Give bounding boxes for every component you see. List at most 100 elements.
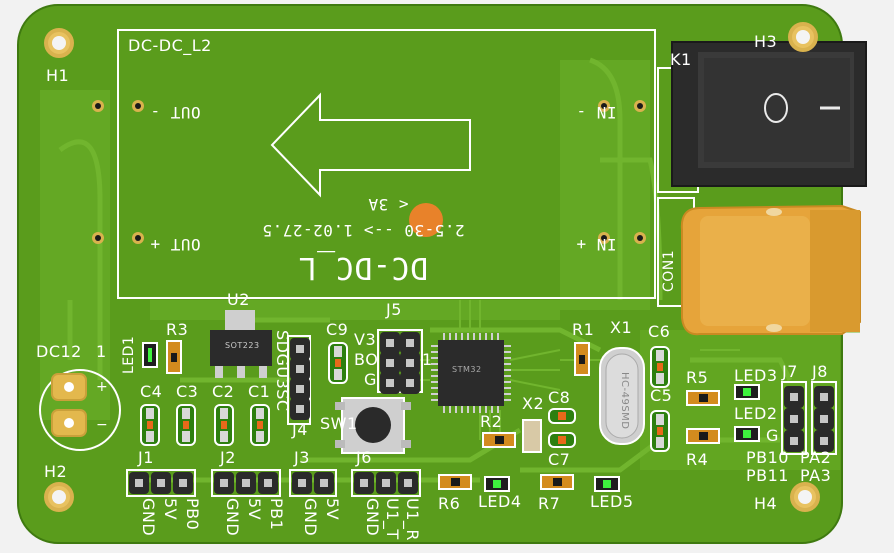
capacitor-c6: [650, 346, 670, 388]
j5-pin: [380, 332, 400, 354]
r1-label: R1: [572, 320, 595, 339]
j2-pin-gnd: GND: [223, 498, 242, 537]
j5-pin: [400, 332, 420, 354]
j1-pin: [151, 472, 171, 494]
resistor-r3: [166, 340, 182, 374]
j5-pin1: 1: [422, 350, 433, 369]
dcdc-out-plus: OUT +: [150, 235, 201, 254]
j2-pin: [258, 472, 278, 494]
crystal-x2: [522, 419, 542, 453]
c1-label: C1: [248, 382, 271, 401]
led3: [734, 384, 760, 400]
j6-pin: [398, 472, 418, 494]
j6-pin-u1r: U1_R: [403, 498, 422, 542]
j6-pin: [354, 472, 374, 494]
via: [598, 232, 610, 244]
led2-g-label: G: [766, 426, 779, 445]
resistor-r7: [540, 474, 574, 490]
j8-pin-pa3: PA3: [800, 466, 832, 485]
j4-pin-labels: SDGU3SC: [273, 330, 292, 412]
u2-body: [210, 330, 272, 366]
c7-label: C7: [548, 450, 571, 469]
k1-label: K1: [670, 50, 692, 69]
c4-label: C4: [140, 382, 163, 401]
led1: [142, 342, 158, 368]
j2-label: J2: [220, 448, 236, 467]
mounting-hole-h4: [790, 482, 820, 512]
j1-label: J1: [138, 448, 154, 467]
r4-label: R4: [686, 450, 709, 469]
c9-label: C9: [326, 320, 349, 339]
led5: [594, 476, 620, 492]
j6-pin-gnd: GND: [363, 498, 382, 537]
j3-pin-5v: 5V: [323, 498, 342, 521]
capacitor-c8-b: [548, 432, 576, 448]
h4-label: H4: [754, 494, 778, 513]
x1-label: X1: [610, 318, 633, 337]
mounting-hole-h3: [788, 22, 818, 52]
h1-label: H1: [46, 66, 70, 85]
j7-pin: [784, 408, 804, 430]
j8-pin: [814, 386, 834, 408]
j5-row-v3: V3: [354, 330, 377, 349]
led5-label: LED5: [590, 492, 634, 511]
mounting-hole-h1: [44, 28, 74, 58]
via: [598, 100, 610, 112]
led2: [734, 426, 760, 442]
dcdc-outline: [117, 29, 656, 299]
led2-label: LED2: [734, 404, 778, 423]
j4-pin: [290, 378, 310, 400]
arrow-left-icon: [270, 92, 471, 198]
j5-row-bo: BO: [354, 350, 379, 369]
dc-jack-pin: 1: [96, 342, 107, 361]
j4-pin: [290, 398, 310, 420]
capacitor-c1: [250, 404, 270, 446]
j6-pin-u1t: U1_T: [383, 498, 402, 540]
j3-pin-gnd: GND: [301, 498, 320, 537]
dc-jack-outline: [39, 369, 121, 451]
j1-pin: [129, 472, 149, 494]
mcu-marking: STM32: [452, 365, 482, 374]
c3-label: C3: [176, 382, 199, 401]
j3-pin: [292, 472, 312, 494]
h2-label: H2: [44, 462, 68, 481]
capacitor-c4: [140, 404, 160, 446]
mounting-hole-h2: [44, 482, 74, 512]
j7-pin-pb10: PB10: [746, 448, 789, 467]
c8-label: C8: [548, 388, 571, 407]
via: [634, 232, 646, 244]
resistor-r5: [686, 390, 720, 406]
resistor-r6: [438, 474, 472, 490]
j4-label: J4: [292, 420, 308, 439]
j4-pin: [290, 338, 310, 360]
via: [92, 232, 104, 244]
dc-jack-plus: +: [96, 379, 109, 395]
j1-pin-pb0: PB0: [183, 498, 202, 531]
c5-label: C5: [650, 386, 673, 405]
via: [132, 232, 144, 244]
via: [132, 100, 144, 112]
r5-label: R5: [686, 368, 709, 387]
led4-label: LED4: [478, 492, 522, 511]
resistor-r2: [482, 432, 516, 448]
r3-label: R3: [166, 320, 189, 339]
led1-label: LED1: [121, 335, 137, 374]
j8-pin: [814, 430, 834, 452]
con1-label: CON1: [661, 249, 677, 292]
r6-label: R6: [438, 494, 461, 513]
switch-off-symbol-icon: [764, 93, 788, 123]
dc-jack-minus: −: [96, 417, 109, 433]
j2-pin: [214, 472, 234, 494]
sw1-label: SW1: [320, 414, 358, 433]
capacitor-c3: [176, 404, 196, 446]
mcu-body: [438, 340, 504, 406]
j5-row-g: G: [364, 370, 377, 389]
j8-pin: [814, 408, 834, 430]
x1-marking: HC-49SMD: [619, 372, 630, 430]
resistor-r4: [686, 428, 720, 444]
j2-pin-pb1: PB1: [267, 498, 286, 531]
dcdc-in-minus: IN -: [576, 103, 617, 122]
capacitor-c2: [214, 404, 234, 446]
via: [634, 100, 646, 112]
